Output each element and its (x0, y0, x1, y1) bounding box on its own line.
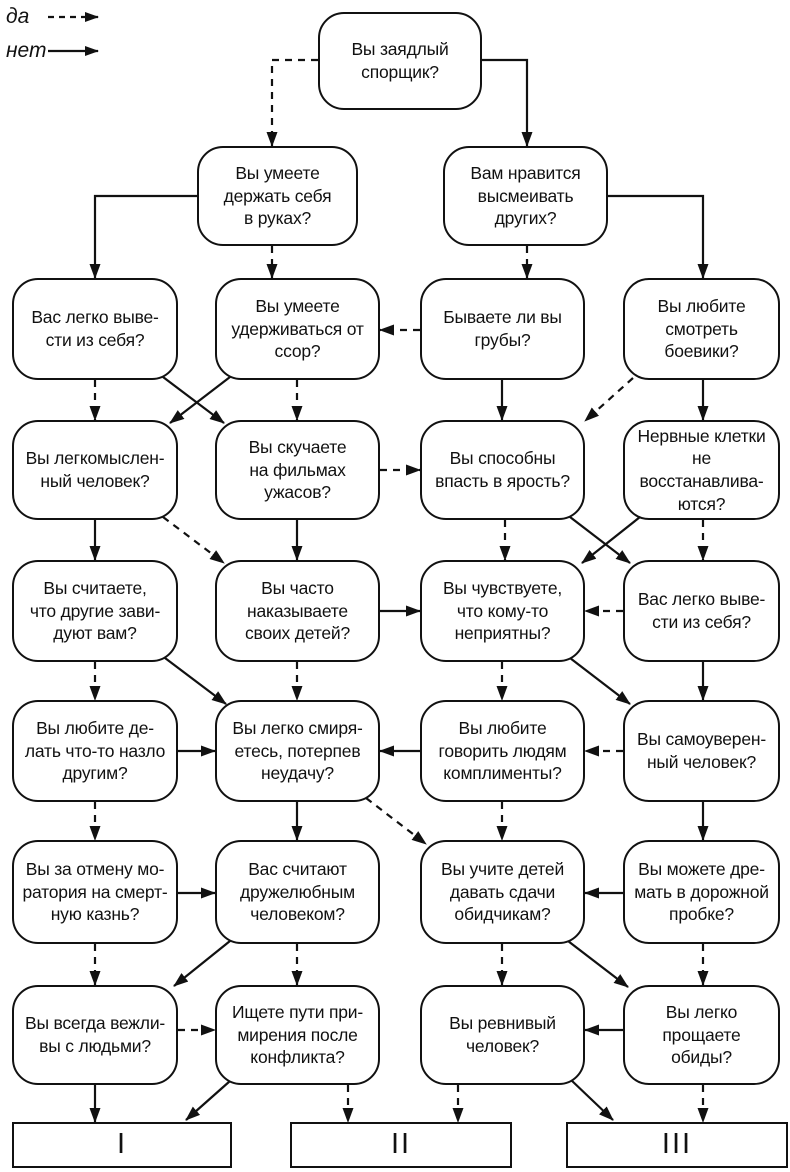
question-box-q4: Вы умеете удерживаться от ссор? (215, 278, 380, 380)
question-box-q21: Вы учите детей давать сдачи обидчикам? (420, 840, 585, 944)
legend-row-no: нет (6, 34, 106, 68)
question-box-q26: Вы легко прощаете обиды? (623, 985, 780, 1085)
edge-q4-q7-no (169, 376, 231, 424)
legend-row-yes: да (6, 0, 106, 34)
edge-q3-q8-no (162, 376, 225, 424)
question-box-q16: Вы легко смиря- етесь, потерпев неудачу? (215, 700, 380, 802)
result-box-r2: II (290, 1122, 512, 1168)
question-box-q22: Вы можете дре- мать в дорожной пробке? (623, 840, 780, 944)
edge-q1-q3-no (89, 194, 197, 279)
question-box-q13: Вы чувствуете, что кому-то неприятны? (420, 560, 585, 662)
question-box-q6: Вы любите смотреть боевики? (623, 278, 780, 380)
edge-q0-q1-yes (266, 58, 318, 147)
edge-q16-q21-yes (365, 797, 427, 845)
legend-no-label: нет (6, 39, 47, 62)
question-box-q3: Вас легко выве- сти из себя? (12, 278, 178, 380)
edge-q9-q14-no (569, 516, 631, 564)
edge-q13-q18-no (569, 657, 631, 705)
edge-q21-q26-no (567, 940, 629, 988)
question-box-q7: Вы легкомыслен- ный человек? (12, 420, 178, 520)
legend-yes-label: да (6, 5, 30, 28)
result-box-r1: I (12, 1122, 232, 1168)
question-box-q17: Вы любите говорить людям комплименты? (420, 700, 585, 802)
edge-q24-r1-no (185, 1080, 231, 1121)
question-box-q14: Вас легко выве- сти из себя? (623, 560, 780, 662)
question-box-q15: Вы любите де- лать что-то назло другим? (12, 700, 178, 802)
edge-q20-q23-no (173, 940, 231, 987)
question-box-q2: Вам нравится высмеивать других? (443, 146, 608, 246)
result-box-r3: III (566, 1122, 788, 1168)
edge-q6-q9-yes (584, 377, 634, 422)
question-box-q8: Вы скучаете на фильмах ужасов? (215, 420, 380, 520)
question-box-q9: Вы способны впасть в ярость? (420, 420, 585, 520)
edge-q7-q12-yes (162, 516, 225, 564)
question-box-q10: Нервные клетки не восстанавлива- ются? (623, 420, 780, 520)
question-box-q18: Вы самоуверен- ный человек? (623, 700, 780, 802)
question-box-q12: Вы часто наказываете своих детей? (215, 560, 380, 662)
edge-q2-q6-no (608, 194, 709, 279)
question-box-q11: Вы считаете, что другие зави- дуют вам? (12, 560, 178, 662)
question-box-q1: Вы умеете держать себя в руках? (197, 146, 358, 246)
legend: да нет (6, 0, 106, 68)
question-box-q23: Вы всегда вежли- вы с людьми? (12, 985, 178, 1085)
dashed-arrow-icon (48, 12, 99, 22)
question-box-q20: Вас считают дружелюбным человеком? (215, 840, 380, 944)
solid-arrow-icon (48, 46, 99, 56)
question-box-q24: Ищете пути при- мирения после конфликта? (215, 985, 380, 1085)
question-box-q19: Вы за отмену мо- ратория на смерт- ную к… (12, 840, 178, 944)
question-box-q5: Бываете ли вы грубы? (420, 278, 585, 380)
question-box-q0: Вы заядлый спорщик? (318, 12, 482, 110)
question-box-q25: Вы ревнивый человек? (420, 985, 585, 1085)
edge-q25-r3-no (569, 1078, 614, 1121)
edge-q0-q2-no (482, 58, 533, 147)
edge-q11-q16-no (164, 657, 227, 705)
edge-q10-q13-no (581, 516, 641, 564)
